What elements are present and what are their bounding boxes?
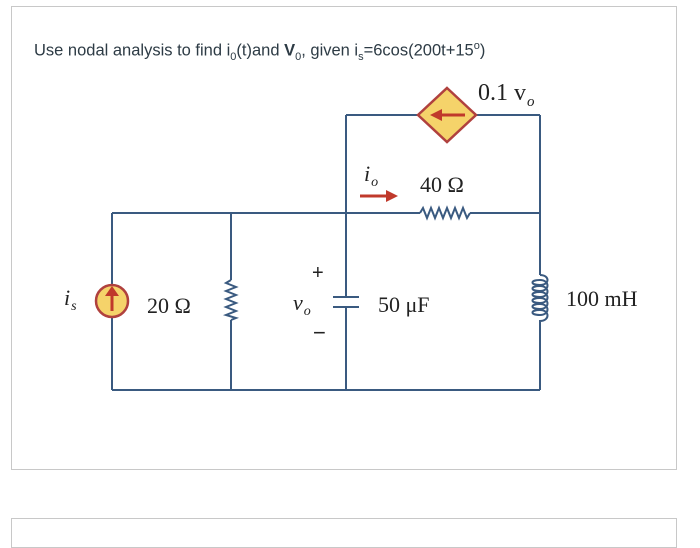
is-label: is <box>64 285 77 314</box>
io-label: io <box>364 161 378 190</box>
question-text: Use nodal analysis to find i0(t)and V0, … <box>34 40 486 63</box>
c-label: 50 μF <box>378 292 430 317</box>
arrow-up-icon <box>105 286 119 296</box>
r1-label: 20 Ω <box>147 293 191 318</box>
inductor-100mh <box>531 274 549 325</box>
circuit-diagram: is 20 Ω + vo − 50 μF io 40 Ω 0.1 vo 100 … <box>64 80 638 391</box>
resistor-20 <box>222 279 240 321</box>
l-label: 100 mH <box>566 286 638 311</box>
capacitor-50uf <box>333 296 359 308</box>
arrow-left-icon <box>430 109 442 121</box>
vo-label: vo <box>293 290 311 319</box>
dependent-current-source <box>416 86 478 144</box>
wires <box>111 114 541 391</box>
vo-minus: − <box>313 320 326 345</box>
resistor-40 <box>419 205 471 221</box>
vo-plus: + <box>312 262 324 284</box>
dep-label: 0.1 vo <box>478 80 535 110</box>
arrow-right-icon <box>386 190 398 202</box>
current-source-is <box>94 283 130 319</box>
question-card <box>11 6 677 470</box>
r2-label: 40 Ω <box>420 172 464 197</box>
